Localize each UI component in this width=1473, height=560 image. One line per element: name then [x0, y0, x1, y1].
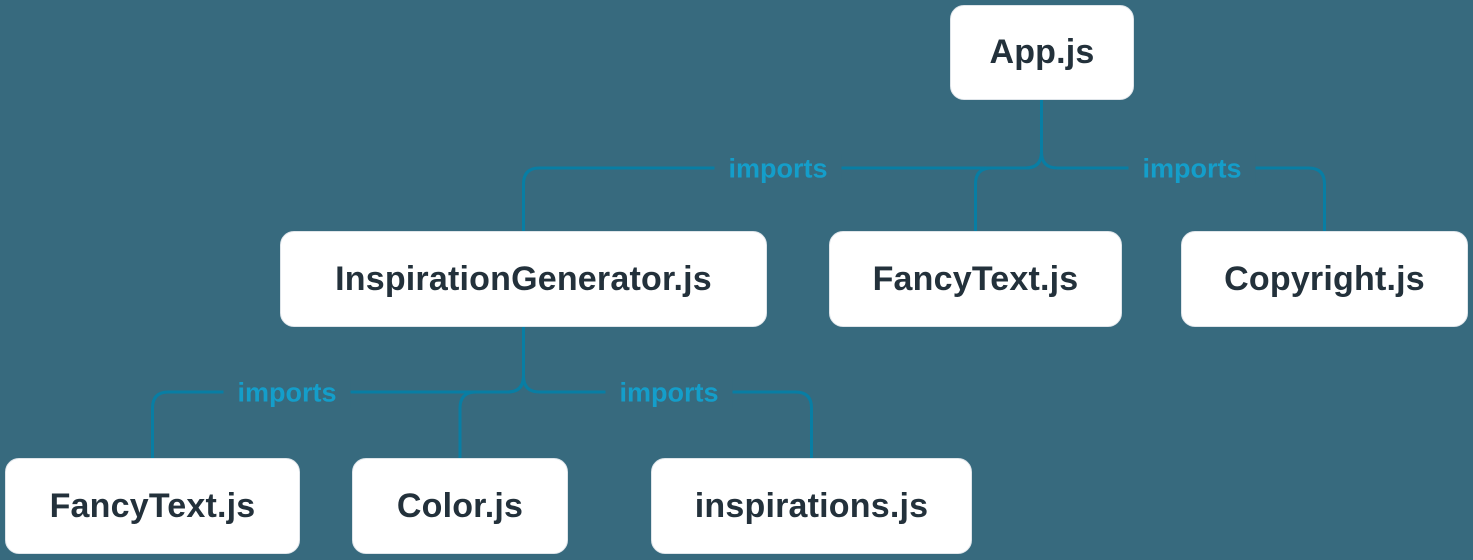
node-app-js: App.js	[950, 5, 1134, 100]
imports-label-app-copyright: imports	[1128, 153, 1256, 185]
node-inspirations-js: inspirations.js	[651, 458, 972, 554]
node-inspirations-js-label: inspirations.js	[694, 486, 929, 525]
node-app-js-label: App.js	[989, 33, 1095, 71]
node-fancytext-js-top-label: FancyText.js	[872, 259, 1079, 298]
node-inspirationgenerator-js: InspirationGenerator.js	[280, 231, 767, 327]
node-color-js: Color.js	[352, 458, 568, 554]
node-fancytext-js-bottom: FancyText.js	[5, 458, 300, 554]
edge-app-to-fancytext-top	[974, 98, 1043, 233]
node-color-js-label: Color.js	[396, 486, 524, 525]
node-fancytext-js-bottom-label: FancyText.js	[49, 486, 256, 525]
node-inspirationgenerator-js-label: InspirationGenerator.js	[335, 259, 712, 298]
node-copyright-js: Copyright.js	[1181, 231, 1468, 327]
node-fancytext-js-top: FancyText.js	[829, 231, 1122, 327]
imports-label-inspirationgenerator-fancytext: imports	[223, 377, 351, 409]
imports-label-inspirationgenerator-inspirations: imports	[605, 377, 733, 409]
node-copyright-js-label: Copyright.js	[1224, 259, 1425, 298]
imports-label-app-inspirationgenerator: imports	[714, 153, 842, 185]
edge-inspirationgenerator-to-color	[458, 325, 525, 460]
